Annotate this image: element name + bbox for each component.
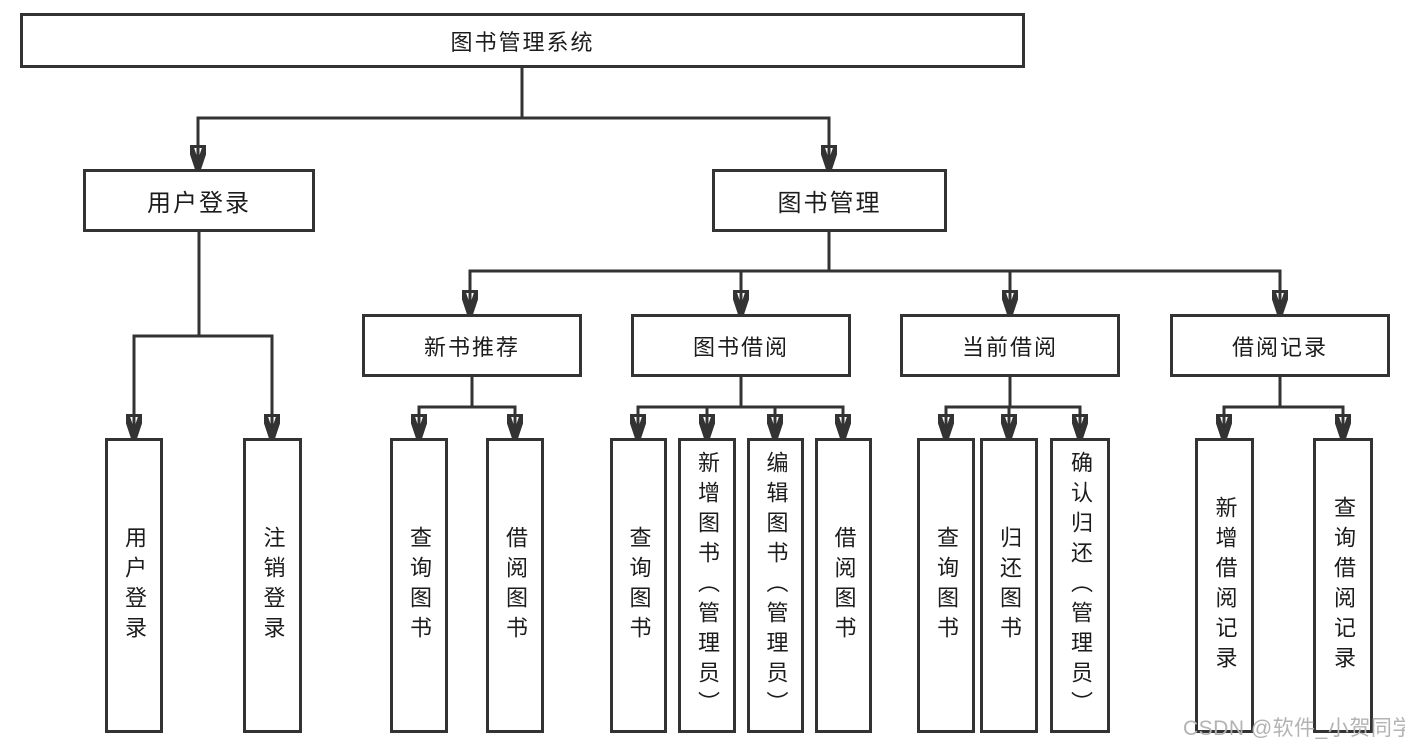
leaf-cb-query-books: 查询图书 xyxy=(917,438,975,733)
node-new-books: 新书推荐 xyxy=(362,314,582,377)
leaf-cb-query-books-label: 查询图书 xyxy=(934,525,959,646)
node-current-borrow-label: 当前借阅 xyxy=(961,334,1058,360)
node-borrow-records: 借阅记录 xyxy=(1170,314,1390,377)
connector-book-management-trunk xyxy=(468,230,1282,273)
leaf-nb-query-books-label: 查询图书 xyxy=(407,525,432,646)
leaf-bb-query-books-label: 查询图书 xyxy=(626,525,652,646)
node-user-login-label: 用户登录 xyxy=(147,190,251,217)
leaf-bb-borrow-books: 借阅图书 xyxy=(815,438,872,733)
node-root-label: 图书管理系统 xyxy=(450,29,595,55)
node-new-books-label: 新书推荐 xyxy=(423,334,520,360)
leaf-user-login-label: 用户登录 xyxy=(122,525,147,646)
leaf-bb-borrow-books-label: 借阅图书 xyxy=(831,525,857,646)
node-book-borrow: 图书借阅 xyxy=(631,314,851,377)
leaf-br-query-record: 查询借阅记录 xyxy=(1313,438,1373,733)
leaf-br-add-record: 新增借阅记录 xyxy=(1195,438,1254,733)
csdn-watermark: CSDN @软件_小贺同学 xyxy=(1183,717,1405,740)
node-user-login: 用户登录 xyxy=(83,169,315,232)
leaf-br-add-record-label: 新增借阅记录 xyxy=(1212,495,1238,676)
leaf-cb-return-books: 归还图书 xyxy=(980,438,1038,733)
node-book-borrow-label: 图书借阅 xyxy=(692,334,789,360)
node-current-borrow: 当前借阅 xyxy=(900,314,1120,377)
leaf-bb-edit-books: 编辑图书（管理员） xyxy=(747,438,804,733)
leaf-nb-query-books: 查询图书 xyxy=(390,438,448,733)
leaf-br-query-record-label: 查询借阅记录 xyxy=(1331,495,1356,676)
node-root: 图书管理系统 xyxy=(20,13,1025,68)
leaf-bb-query-books: 查询图书 xyxy=(610,438,667,733)
leaf-bb-add-books-label: 新增图书（管理员） xyxy=(695,450,720,721)
leaf-bb-edit-books-label: 编辑图书（管理员） xyxy=(763,450,789,721)
leaf-nb-borrow-books: 借阅图书 xyxy=(486,438,544,733)
connector-new-books-trunk xyxy=(417,375,517,409)
leaf-cb-return-books-label: 归还图书 xyxy=(997,525,1022,646)
leaf-cb-confirm-return-label: 确认归还（管理员） xyxy=(1068,450,1093,721)
leaf-cb-confirm-return: 确认归还（管理员） xyxy=(1050,438,1110,733)
connector-root-trunk xyxy=(196,66,831,120)
leaf-user-login: 用户登录 xyxy=(105,438,163,733)
leaf-logout-label: 注销登录 xyxy=(260,525,286,646)
connector-book-borrow-trunk xyxy=(636,375,845,409)
node-borrow-records-label: 借阅记录 xyxy=(1231,334,1328,360)
connector-current-borrow-trunk xyxy=(944,375,1082,409)
connector-user-login-trunk xyxy=(132,230,274,338)
node-book-management: 图书管理 xyxy=(712,169,947,232)
leaf-bb-add-books: 新增图书（管理员） xyxy=(678,438,736,733)
leaf-logout: 注销登录 xyxy=(243,438,302,733)
leaf-nb-borrow-books-label: 借阅图书 xyxy=(503,525,528,646)
connector-borrow-records-trunk xyxy=(1222,375,1345,409)
node-book-management-label: 图书管理 xyxy=(777,190,882,217)
